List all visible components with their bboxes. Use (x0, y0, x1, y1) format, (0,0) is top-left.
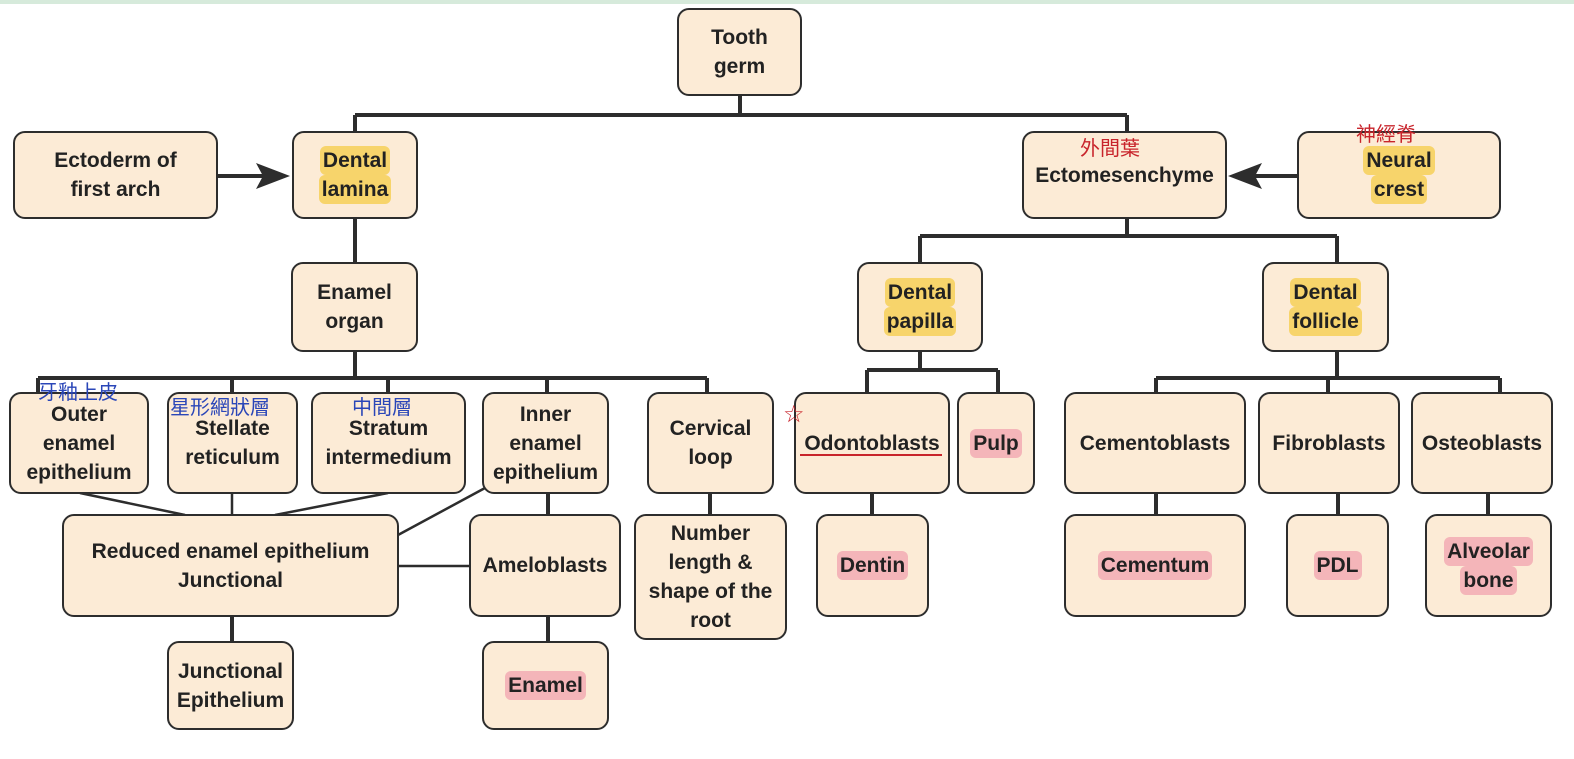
cementum-node: Cementum (1064, 514, 1246, 617)
enamel-organ-node: Enamel organ (291, 262, 418, 352)
stellate-reticulum-annotation: 星形網狀層 (170, 395, 270, 419)
ectoderm-node: Ectoderm of first arch (13, 131, 218, 219)
cervical-loop-node: Cervical loop (647, 392, 774, 494)
junctional-epithelium-node: Junctional Epithelium (167, 641, 294, 730)
dental-follicle-node: Dental follicle (1262, 262, 1389, 352)
outer-enamel-epithelium-node: Outer enamel epithelium (9, 392, 149, 494)
top-border-strip (0, 0, 1574, 4)
star-mark-icon: ☆ (783, 400, 805, 428)
osteoblasts-node: Osteoblasts (1411, 392, 1553, 494)
ectomesenchyme-node: Ectomesenchyme (1022, 131, 1227, 219)
enamel-node: Enamel (482, 641, 609, 730)
stratum-intermedium-node: Stratum intermedium (311, 392, 466, 494)
neural-crest-annotation: 神經脊 (1356, 122, 1416, 146)
stellate-reticulum-node: Stellate reticulum (167, 392, 298, 494)
tooth-germ-node: Tooth germ (677, 8, 802, 96)
dental-lamina-node: Dental lamina (292, 131, 418, 219)
pulp-node: Pulp (957, 392, 1035, 494)
neural-crest-node: Neural crest (1297, 131, 1501, 219)
dentin-node: Dentin (816, 514, 929, 617)
reduced-enamel-epithelium-node: Reduced enamel epithelium Junctional (62, 514, 399, 617)
outer-enamel-epithelium-annotation: 牙釉上皮 (38, 380, 118, 404)
stratum-intermedium-annotation: 中間層 (352, 395, 412, 419)
root-node: Number length & shape of the root (634, 514, 787, 640)
dental-papilla-node: Dental papilla (857, 262, 983, 352)
alveolar-bone-node: Alveolar bone (1425, 514, 1552, 617)
inner-enamel-epithelium-node: Inner enamel epithelium (482, 392, 609, 494)
odontoblasts-node: Odontoblasts (794, 392, 950, 494)
ectomesenchyme-annotation: 外間葉 (1080, 136, 1140, 160)
ameloblasts-node: Ameloblasts (469, 514, 621, 617)
pdl-node: PDL (1286, 514, 1389, 617)
fibroblasts-node: Fibroblasts (1258, 392, 1400, 494)
underline-mark (800, 454, 942, 456)
cementoblasts-node: Cementoblasts (1064, 392, 1246, 494)
